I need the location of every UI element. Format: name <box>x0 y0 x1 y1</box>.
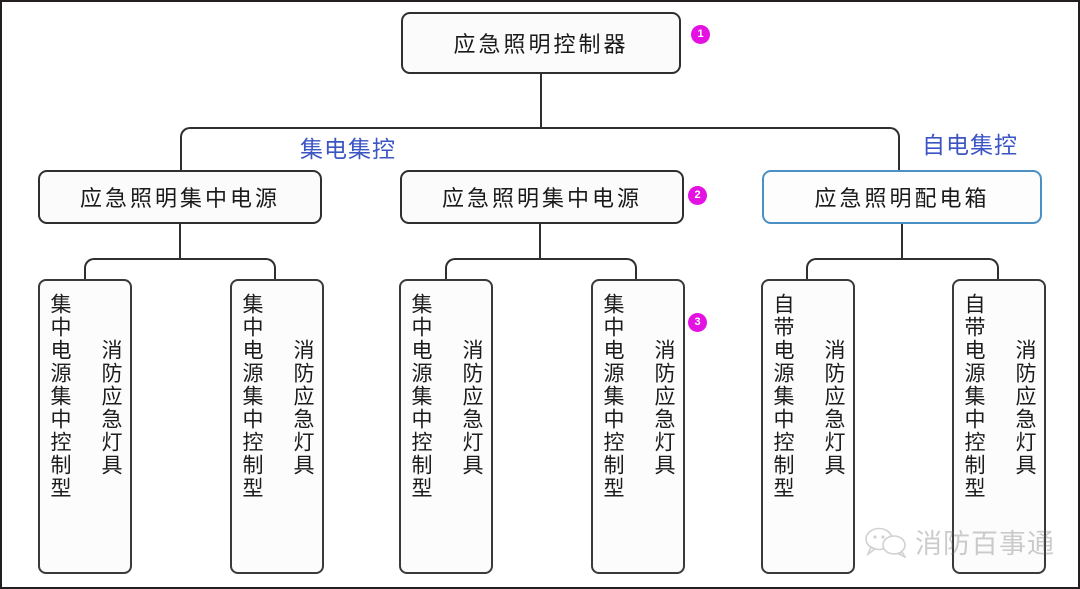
connector-group-c-bracket <box>806 258 999 281</box>
leaf-text-primary: 消防应急灯具 <box>99 339 123 477</box>
leaf-node-5[interactable]: 消防应急灯具 自带电源集中控制型 <box>761 279 855 574</box>
connector-group-b-bracket <box>445 258 637 281</box>
leaf-text-secondary: 集中电源集中控制型 <box>409 293 433 500</box>
leaf-text-primary: 消防应急灯具 <box>291 339 315 477</box>
leaf-text-secondary: 集中电源集中控制型 <box>48 293 72 500</box>
node-central-power-supply-middle[interactable]: 应急照明集中电源 <box>400 170 684 224</box>
leaf-text-primary: 消防应急灯具 <box>1013 339 1037 477</box>
badge-1: 1 <box>691 25 710 44</box>
node-label: 应急照明集中电源 <box>79 186 280 211</box>
leaf-node-1[interactable]: 消防应急灯具 集中电源集中控制型 <box>38 279 132 574</box>
connector-level1-bracket <box>180 127 900 172</box>
leaf-text-secondary: 自带电源集中控制型 <box>962 293 986 500</box>
leaf-text-primary: 消防应急灯具 <box>822 339 846 477</box>
wechat-bubbles-icon <box>865 527 907 558</box>
connector-group-b-stem <box>539 224 541 259</box>
leaf-node-2[interactable]: 消防应急灯具 集中电源集中控制型 <box>230 279 324 574</box>
leaf-text-primary: 消防应急灯具 <box>652 339 676 477</box>
connector-group-a-stem <box>179 224 181 259</box>
node-label: 应急照明集中电源 <box>441 186 642 211</box>
connector-root-stem <box>540 72 542 128</box>
node-emergency-lighting-controller[interactable]: 应急照明控制器 <box>401 12 681 74</box>
badge-3: 3 <box>688 313 707 332</box>
node-emergency-lighting-distribution-box[interactable]: 应急照明配电箱 <box>762 170 1042 224</box>
leaf-text-secondary: 自带电源集中控制型 <box>771 293 795 500</box>
leaf-node-6[interactable]: 消防应急灯具 自带电源集中控制型 <box>952 279 1046 574</box>
connector-group-c-stem <box>901 224 903 259</box>
leaf-node-4[interactable]: 消防应急灯具 集中电源集中控制型 <box>591 279 685 574</box>
leaf-node-3[interactable]: 消防应急灯具 集中电源集中控制型 <box>399 279 493 574</box>
leaf-text-secondary: 集中电源集中控制型 <box>240 293 264 500</box>
node-label: 应急照明控制器 <box>453 32 629 57</box>
branch-label-centralized: 集电集控 <box>300 136 396 162</box>
connector-group-a-bracket <box>84 258 276 281</box>
badge-2: 2 <box>688 186 707 205</box>
branch-label-self-powered: 自电集控 <box>922 132 1018 158</box>
leaf-text-primary: 消防应急灯具 <box>460 339 484 477</box>
leaf-text-secondary: 集中电源集中控制型 <box>601 293 625 500</box>
node-central-power-supply-left[interactable]: 应急照明集中电源 <box>38 170 322 224</box>
node-label: 应急照明配电箱 <box>814 186 990 211</box>
